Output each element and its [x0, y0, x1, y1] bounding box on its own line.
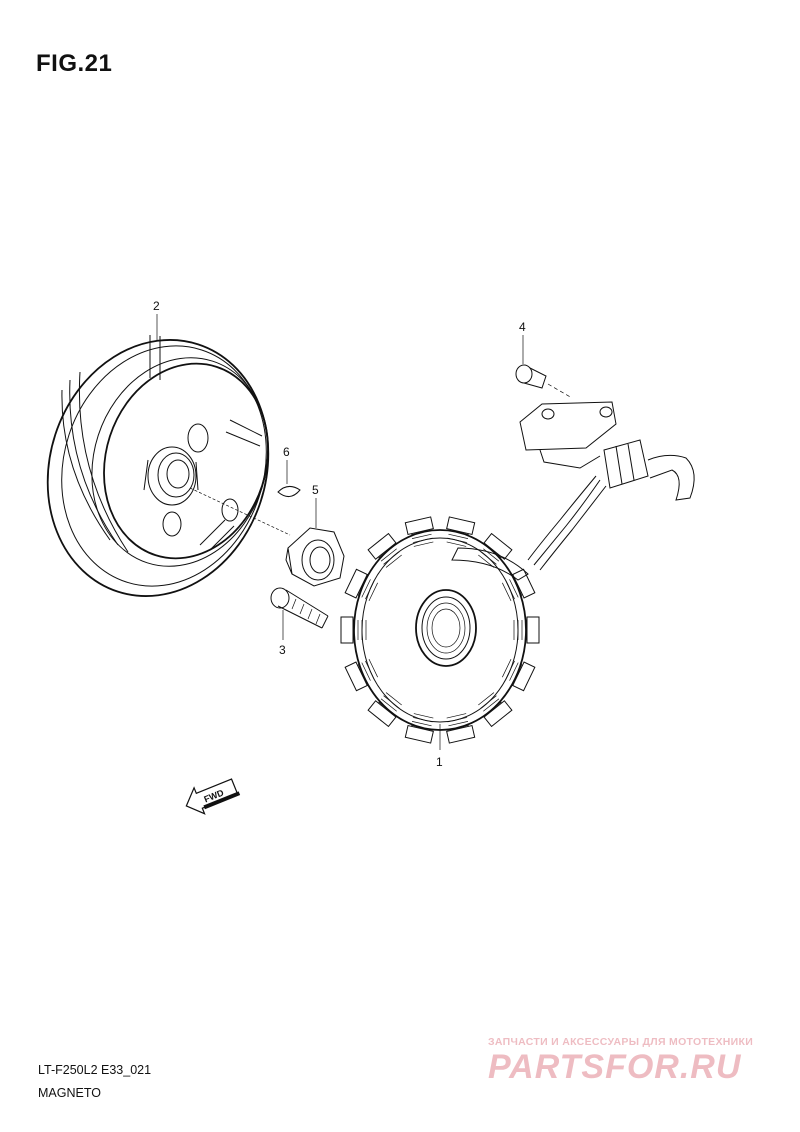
pickup-sensor-harness	[519, 401, 695, 571]
stator-pole-winding	[478, 692, 513, 728]
svg-text:6: 6	[283, 445, 290, 459]
stator-pole-winding	[446, 713, 476, 744]
svg-text:5: 5	[312, 483, 319, 497]
stator-pole-winding	[478, 532, 513, 568]
stator-pole-winding	[446, 516, 476, 547]
watermark-tagline: ЗАПЧАСТИ И АКСЕССУАРЫ ДЛЯ МОТОТЕХНИКИ	[488, 1036, 754, 1048]
sensor-screw	[515, 364, 573, 399]
flywheel-rotor	[46, 335, 270, 597]
stator-pole-winding	[502, 658, 536, 692]
stator-bolt	[270, 587, 329, 629]
stator-pole-winding	[344, 658, 378, 692]
stator	[340, 516, 540, 744]
stator-pole-winding	[404, 516, 434, 547]
stator-pole-winding	[340, 616, 367, 644]
woodruff-key	[277, 486, 301, 497]
stator-pole-winding	[344, 568, 378, 602]
rotor-axis-line	[189, 487, 291, 536]
svg-text:1: 1	[436, 755, 443, 769]
watermark: ЗАПЧАСТИ И АКСЕССУАРЫ ДЛЯ МОТОТЕХНИКИ PA…	[488, 1036, 788, 1086]
callout-3: 3	[279, 610, 286, 657]
svg-text:2: 2	[153, 299, 160, 313]
svg-text:4: 4	[519, 320, 526, 334]
stator-pole-winding	[367, 532, 402, 568]
stator-pole-winding	[367, 692, 402, 728]
figure-title: FIG.21	[36, 50, 113, 77]
stator-pole-winding	[502, 568, 536, 602]
callout-5: 5	[312, 483, 319, 528]
callout-4: 4	[519, 320, 526, 364]
watermark-brand: PARTSFOR.RU	[488, 1048, 742, 1086]
section-name: MAGNETO	[38, 1086, 101, 1100]
stator-pole-winding	[404, 713, 434, 744]
fwd-direction-arrow: FWD	[185, 778, 241, 815]
svg-text:3: 3	[279, 643, 286, 657]
model-code: LT-F250L2 E33_021	[38, 1063, 152, 1077]
stator-pole-winding	[513, 616, 540, 644]
callout-6: 6	[283, 445, 290, 484]
rotor-nut	[285, 527, 345, 587]
callout-2: 2	[153, 299, 160, 340]
callout-1: 1	[436, 724, 443, 769]
